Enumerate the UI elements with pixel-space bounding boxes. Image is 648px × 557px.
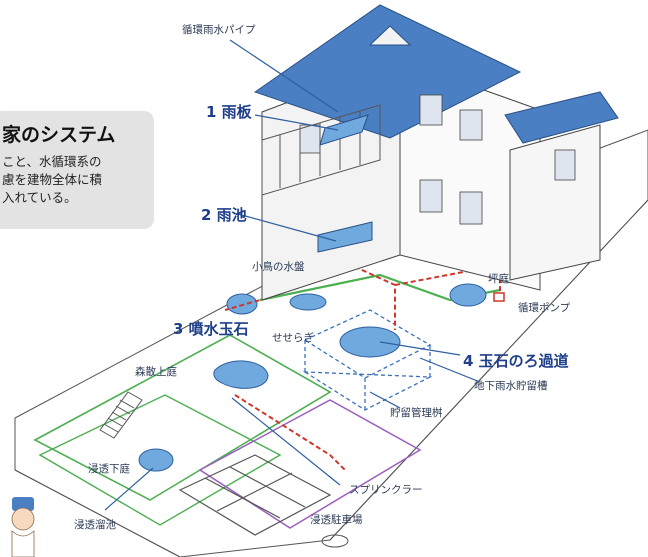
label-sprinkler: スプリンクラー (349, 484, 423, 496)
label-funsui: 3 噴水玉石 (173, 320, 249, 338)
roof-dormer (368, 25, 412, 46)
purple-boundary (198, 399, 422, 529)
stream-pool (289, 293, 327, 311)
rain-plate (319, 114, 369, 146)
gravel-filter-pool (339, 326, 401, 358)
leader-lines (104, 39, 481, 511)
birdbath-pool (226, 293, 258, 315)
callout-line-2: 慮を建物全体に積 (2, 172, 103, 187)
callout-line-1: こと、水循環系の (2, 154, 102, 169)
label-chozouchi: 浸透溜池 (74, 519, 116, 531)
side-annex (509, 124, 601, 281)
label-shinto-niwa: 浸透下庭 (88, 463, 130, 475)
lower-garden-green (38, 394, 282, 526)
callout-line-3: 入れている。 (2, 190, 77, 205)
label-tamaishi: 4 玉石のろ過道 (463, 352, 569, 370)
rain-pond (317, 221, 373, 253)
annex-roof (504, 91, 619, 144)
fountain-pool (213, 360, 269, 389)
pond-infiltration (138, 448, 174, 472)
courtyard-pool (449, 283, 487, 307)
label-ameita: 1 雨板 (206, 103, 252, 121)
label-pipe: 循環雨水パイプ (182, 24, 256, 36)
label-pump: 循環ポンプ (518, 302, 571, 314)
inspection-manhole (321, 534, 349, 548)
label-tsuboniwa: 坪庭 (488, 273, 509, 285)
mascot-character (11, 497, 35, 557)
pump-box (493, 292, 505, 302)
label-parking: 浸透駐車場 (310, 514, 363, 526)
stairs (99, 391, 143, 439)
label-kanri: 貯留管理桝 (390, 407, 443, 419)
parking-grid (178, 454, 332, 536)
callout-title: 家のシステム (2, 124, 116, 146)
label-ameike: 2 雨池 (201, 206, 247, 224)
underground-tank (302, 309, 433, 411)
label-sanpo: 森散上庭 (135, 366, 177, 378)
label-seseragi: せせらぎ (272, 332, 314, 344)
garden-outline-green (33, 334, 332, 501)
system-callout: 家のシステム こと、水循環系の 慮を建物全体に積 入れている。 (0, 111, 154, 229)
windows (299, 94, 576, 225)
label-kotori: 小鳥の水盤 (252, 261, 305, 273)
label-chika: 地下雨水貯留槽 (474, 380, 548, 392)
